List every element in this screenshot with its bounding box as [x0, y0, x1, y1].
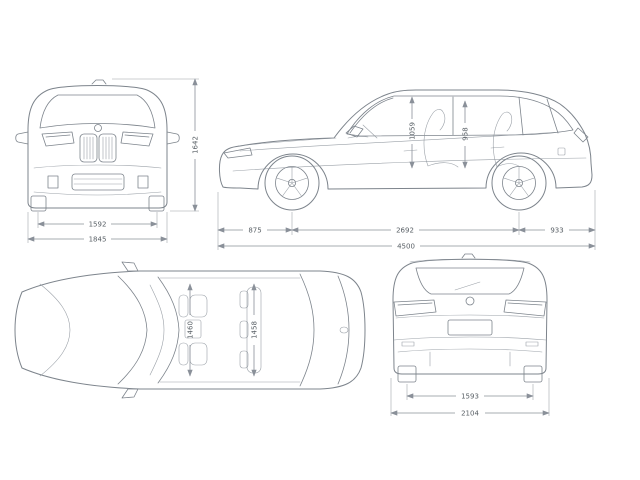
dim-bg — [391, 225, 419, 235]
side-mirror — [345, 125, 364, 138]
front-left-cushion — [189, 294, 208, 318]
front-bumper-crease — [33, 164, 162, 169]
front-ext-lines — [27, 78, 199, 243]
front-windshield — [39, 94, 156, 129]
dim-label-front-track: 1592 — [89, 221, 107, 229]
kidney-grille-left — [79, 133, 98, 163]
roof-rear-arc — [299, 273, 315, 387]
dim-label-rear-track: 1593 — [461, 393, 479, 401]
dim-bg — [392, 241, 420, 251]
dash-arc — [149, 284, 165, 376]
side-headlight — [223, 147, 253, 159]
rear-headrest-center — [239, 320, 249, 339]
top-body-outline — [14, 270, 366, 390]
side-view: 1059 958 875 2692 933 4500 — [217, 89, 596, 251]
hood-crease — [39, 283, 71, 377]
front-wheel — [264, 155, 320, 211]
rear-window-arc — [337, 275, 350, 385]
rear-view: 1593 2104 — [390, 253, 550, 418]
front-view-left-tire — [30, 195, 47, 212]
rear-window — [415, 267, 525, 295]
dim-label-front-width: 1845 — [89, 236, 107, 244]
front-left-seatback — [178, 294, 189, 318]
dim-label-front-overhang: 875 — [248, 227, 261, 235]
dim-label-rear-interior-width: 1458 — [251, 321, 259, 339]
front-lower-lip — [33, 191, 162, 196]
right-mirror — [166, 131, 180, 145]
side-glasshouse — [346, 95, 574, 137]
left-fog-scoop — [47, 175, 59, 189]
rear-wheel — [491, 155, 547, 211]
rear-headrest-right — [239, 350, 249, 369]
dim-label-length: 4500 — [397, 243, 415, 251]
dim-label-wheelbase: 2692 — [396, 227, 414, 235]
rear-spoiler-edge — [409, 258, 531, 263]
dim-label-front-interior-width: 1460 — [187, 321, 195, 339]
tailgate-seam — [395, 314, 545, 319]
dim-label-rear-overhang: 933 — [550, 227, 563, 235]
antenna-fin — [91, 79, 107, 85]
brand-roundel — [94, 124, 102, 132]
right-headlight — [120, 131, 154, 147]
rear-diffuser — [397, 348, 543, 367]
roof-side-lines — [159, 277, 301, 383]
dim-bg — [456, 391, 484, 401]
left-headlight — [41, 131, 75, 147]
roof-front-arc — [157, 276, 180, 384]
side-ext-lines — [217, 190, 596, 250]
kidney-grille-right — [98, 133, 117, 163]
windshield-base-arc — [117, 275, 148, 385]
right-taillight — [503, 299, 547, 317]
side-taillight — [573, 127, 589, 143]
dim-bg — [545, 225, 569, 235]
rear-body-outline — [392, 258, 548, 375]
interior-dash — [347, 124, 378, 139]
dim-label-cabin-front: 1059 — [409, 122, 417, 140]
left-mirror — [15, 131, 29, 145]
dim-bg — [455, 408, 485, 418]
roof-antenna — [339, 326, 349, 334]
side-body-outline — [219, 89, 593, 190]
door-handles — [403, 146, 505, 152]
side-character-lines — [232, 131, 587, 172]
dim-label-cabin-rear: 958 — [462, 127, 470, 140]
top-view: 1460 1458 — [14, 261, 366, 399]
front-view: 1592 1845 1642 — [15, 78, 200, 244]
dim-bg — [84, 219, 111, 229]
rear-wiper — [454, 281, 481, 291]
right-reflector — [525, 341, 539, 347]
left-reflector — [401, 341, 415, 347]
rear-ext-lines — [390, 378, 550, 416]
front-air-intake — [71, 173, 125, 191]
rear-roundel — [465, 296, 475, 306]
dim-bg — [243, 225, 267, 235]
right-fog-scoop — [137, 175, 149, 189]
top-mirrors — [121, 261, 139, 399]
intake-slats — [73, 178, 123, 185]
center-console — [184, 319, 202, 339]
left-taillight — [393, 299, 437, 317]
license-plate-recess — [447, 319, 493, 336]
grille-slats — [83, 136, 113, 160]
front-view-right-tire — [148, 195, 165, 212]
rear-antenna-fin — [461, 253, 476, 259]
fuel-door — [557, 147, 566, 156]
dim-label-rear-width: 2104 — [461, 410, 479, 418]
front-right-cushion — [189, 342, 208, 366]
front-right-seatback — [178, 342, 189, 366]
dim-bg — [84, 234, 111, 244]
rear-bumper-crease — [393, 336, 547, 341]
interior-front-seat — [423, 109, 459, 168]
front-view-body-outline — [27, 85, 168, 209]
pillar-lines — [349, 96, 559, 136]
rear-headrest-left — [239, 290, 249, 309]
interior-rear-seat — [492, 111, 521, 168]
dim-label-height: 1642 — [192, 136, 200, 154]
